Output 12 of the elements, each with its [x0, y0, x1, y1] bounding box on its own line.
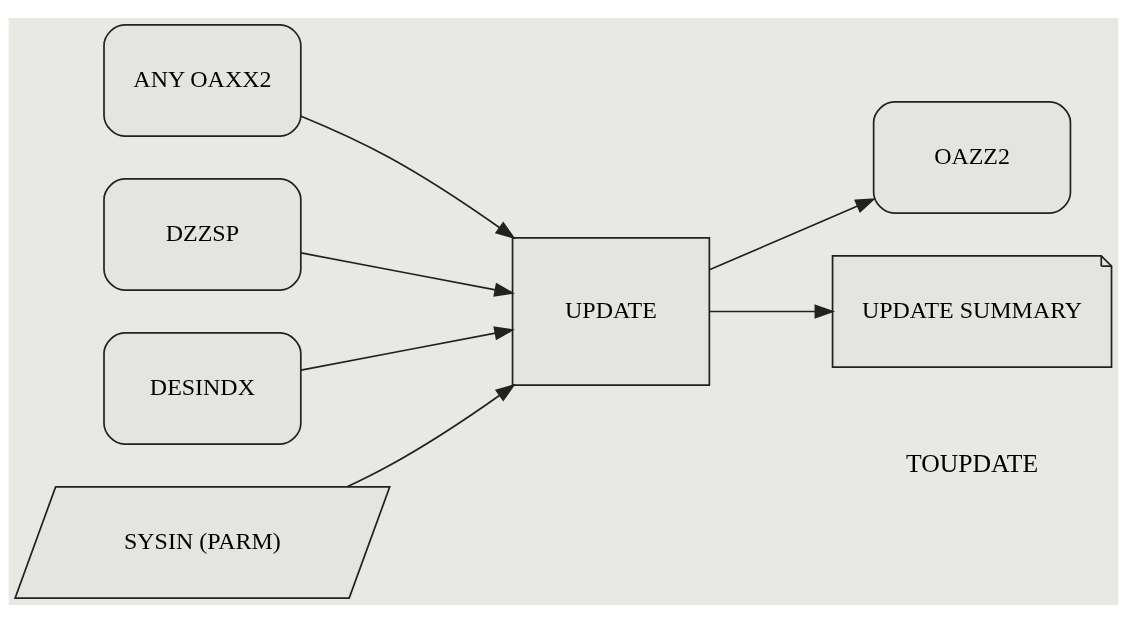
arrow — [346, 383, 516, 488]
node-box: ANY OAXX2 — [103, 24, 302, 137]
arrow — [708, 304, 836, 319]
arrow — [300, 115, 516, 240]
arrow — [300, 252, 515, 297]
node-box: UPDATE — [511, 237, 711, 386]
arrow — [300, 326, 515, 371]
node-box: DZZSP — [103, 178, 302, 291]
arrow — [708, 198, 876, 271]
node-box: DESINDX — [103, 332, 302, 445]
label: TOUPDATE — [906, 448, 1039, 478]
node-box: OAZZ2 — [872, 101, 1072, 214]
